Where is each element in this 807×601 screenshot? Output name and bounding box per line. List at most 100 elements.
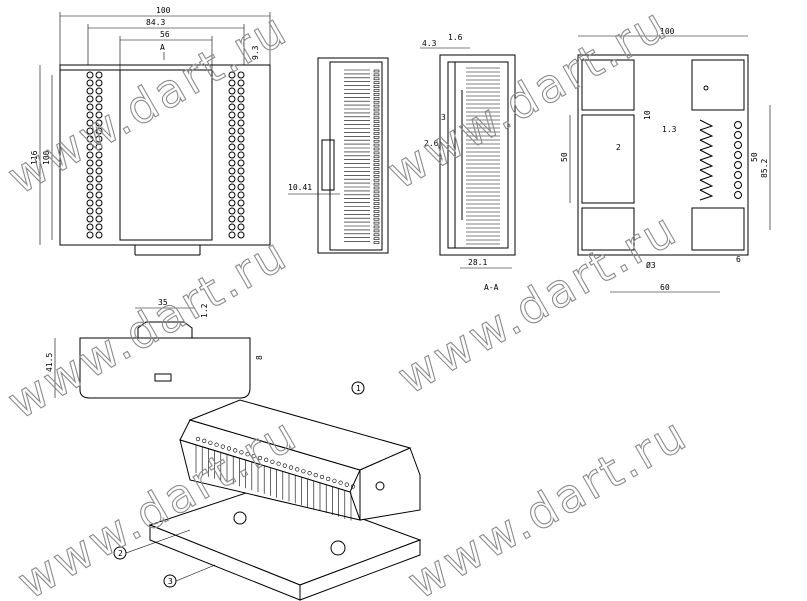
- dim-right-1-3: 1.3: [662, 125, 677, 134]
- isometric-screw: [301, 469, 306, 474]
- fin-slot: [373, 186, 380, 190]
- terminal-screw: [95, 151, 103, 159]
- terminal-screw: [95, 71, 103, 79]
- terminal-screw: [228, 191, 236, 199]
- terminal-screw: [86, 215, 94, 223]
- section-fins: [466, 67, 500, 245]
- terminal-screw: [228, 111, 236, 119]
- terminal-screw: [86, 223, 94, 231]
- fin-slot: [373, 97, 380, 100]
- fin-slot: [373, 104, 380, 108]
- watermark-1: www.dart.ru: [0, 1, 297, 204]
- fin-slot: [373, 178, 380, 182]
- dim-right-phi3: Ø3: [646, 260, 656, 270]
- isometric-screw: [257, 455, 263, 461]
- terminal-screw: [237, 143, 245, 151]
- dim-sec-2-6: 2.6: [424, 139, 439, 148]
- terminal-screw: [237, 223, 245, 231]
- watermark-3: www.dart.ru: [0, 226, 297, 429]
- terminal-screw: [228, 79, 236, 87]
- fin-slot: [373, 214, 380, 217]
- fin-slot: [373, 221, 380, 225]
- callout-2: 2: [118, 549, 123, 558]
- fin-slot: [373, 143, 380, 147]
- isometric-screw: [239, 450, 244, 455]
- fin-slot: [373, 175, 380, 178]
- fin-slot: [373, 81, 380, 84]
- terminal-screw: [86, 207, 94, 215]
- dim-bottom-8: 8: [255, 355, 264, 360]
- terminal-screw: [228, 183, 236, 191]
- terminal-screw: [237, 71, 245, 79]
- terminal-clamp: [699, 189, 714, 201]
- fin-slot: [373, 163, 380, 166]
- fin-slot: [373, 155, 380, 159]
- fin-slot: [373, 120, 380, 123]
- fin-slot: [373, 217, 380, 221]
- terminal-screw: [237, 87, 245, 95]
- terminal-screw: [237, 175, 245, 183]
- terminal-screw: [86, 151, 94, 159]
- terminal-screw: [228, 95, 236, 103]
- isometric-screw: [202, 438, 207, 444]
- isometric-terminals: [195, 436, 356, 521]
- terminal-screw: [95, 215, 103, 223]
- terminal-screw: [95, 199, 103, 207]
- terminal-screw: [95, 159, 103, 167]
- isometric-screw: [326, 476, 331, 482]
- dim-front-9-3: 9.3: [251, 45, 260, 60]
- terminal-screw: [237, 159, 245, 167]
- fin-slot: [373, 225, 380, 229]
- terminal-screw: [237, 215, 245, 223]
- terminal-screw: [86, 79, 94, 87]
- terminal-screw: [228, 135, 236, 143]
- isometric-screw: [288, 465, 294, 470]
- isometric-screw: [282, 463, 287, 468]
- fin-slot: [373, 128, 380, 131]
- fin-slot: [373, 136, 380, 139]
- terminal-screw: [237, 151, 245, 159]
- isometric-screw: [245, 452, 250, 457]
- isometric-screw: [350, 484, 356, 489]
- terminal-screw: [86, 127, 94, 135]
- watermark-4: www.dart.ru: [389, 201, 687, 404]
- fin-slot: [373, 210, 380, 213]
- watermark-6: www.dart.ru: [399, 406, 697, 601]
- terminal-screw: [95, 231, 103, 239]
- terminal-screw: [86, 159, 94, 167]
- terminal-screw: [237, 135, 245, 143]
- terminal-screw: [228, 151, 236, 159]
- dim-right-50-l: 50: [560, 152, 569, 162]
- terminal-screw: [237, 95, 245, 103]
- right-center-terminals: [699, 119, 742, 201]
- fin-slot: [373, 190, 380, 194]
- terminal-screw: [237, 167, 245, 175]
- terminal-screw: [228, 103, 236, 111]
- view-marker-a: A: [160, 43, 165, 52]
- dim-right-60: 60: [660, 283, 670, 292]
- fin-slot: [373, 237, 380, 240]
- terminal-clamp: [699, 169, 714, 181]
- terminal-screw: [86, 103, 94, 111]
- isometric-screw: [220, 444, 225, 449]
- fin-slot: [373, 85, 380, 88]
- terminal-screw: [228, 223, 236, 231]
- terminal-screw: [734, 161, 742, 169]
- dim-front-100-v: 100: [42, 150, 51, 165]
- isometric-screw: [307, 471, 312, 476]
- terminal-screw: [86, 71, 94, 79]
- terminal-screw: [237, 111, 245, 119]
- terminal-screw: [237, 103, 245, 111]
- dim-right-6: 6: [736, 255, 741, 264]
- terminal-screw: [237, 119, 245, 127]
- isometric-screw: [214, 442, 219, 447]
- fin-slot: [373, 233, 380, 237]
- terminal-screw: [86, 199, 94, 207]
- terminal-clamp: [699, 149, 714, 161]
- dim-right-50-r: 50: [750, 152, 759, 162]
- dim-front-56: 56: [160, 30, 170, 39]
- terminal-screw: [228, 167, 236, 175]
- terminal-screw: [95, 111, 103, 119]
- terminal-screw: [228, 207, 236, 215]
